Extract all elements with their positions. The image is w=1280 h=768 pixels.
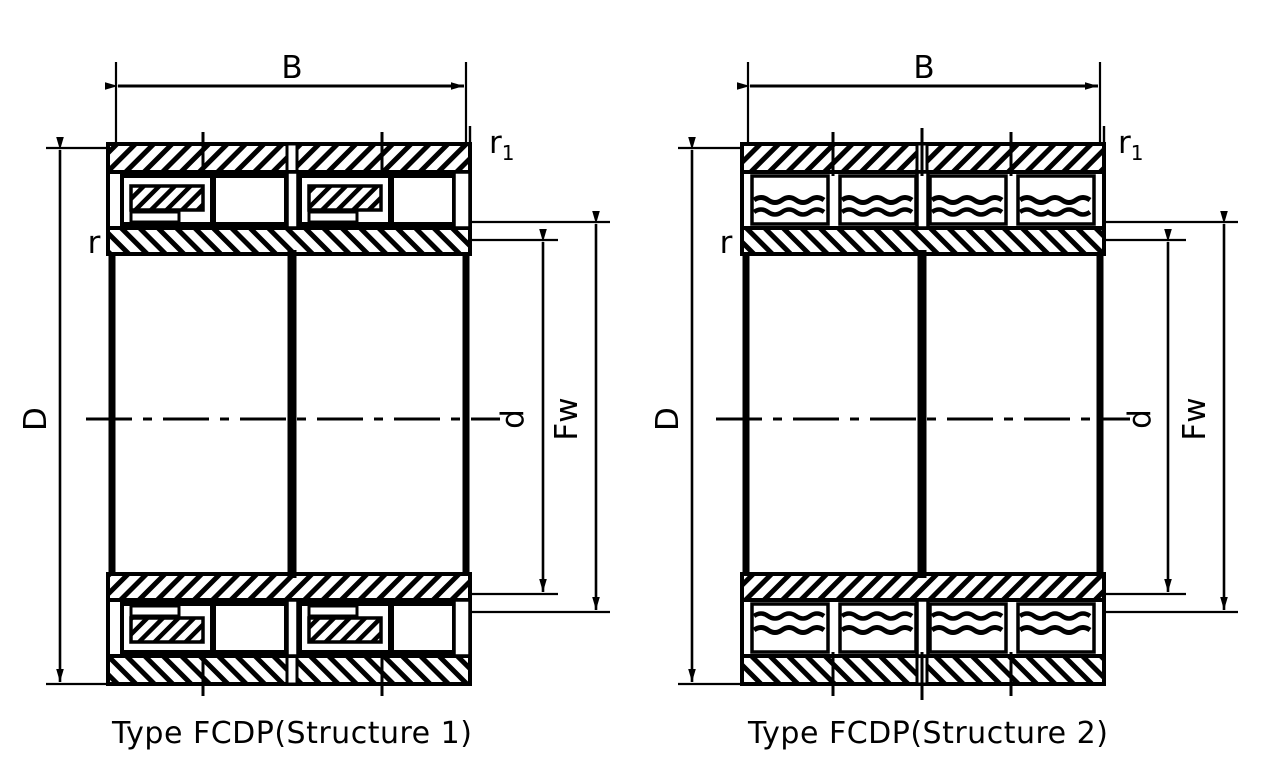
flange-ticks-bottom: [201, 652, 384, 696]
label-r1-base: r: [489, 125, 502, 161]
roller-row-2-top-2: [838, 174, 918, 226]
roller-row-4-bottom: [390, 602, 456, 654]
label-r1-2: r1: [1118, 125, 1143, 165]
label-r1-2-base: r: [1118, 125, 1131, 161]
roller-row-2-bottom: [212, 602, 288, 654]
label-Fw: Fw: [549, 397, 585, 440]
dimension-Fw-2: [1100, 211, 1238, 614]
roller-row-1-bottom: [120, 602, 214, 654]
roller-row-3-top-2: [928, 174, 1008, 226]
inner-ring-top-2: [740, 224, 1106, 256]
dimension-d: [466, 229, 558, 596]
cavity-end-wall-top: [452, 170, 472, 230]
roller-row-4-top: [390, 174, 456, 226]
caption-structure-1: Type FCDP(Structure 1): [112, 716, 473, 751]
dimension-B: [105, 62, 468, 150]
label-B-2: B: [913, 50, 934, 86]
caption-structure-2: Type FCDP(Structure 2): [748, 716, 1109, 751]
dimension-d-2: [1100, 229, 1186, 596]
flange-ticks-top: [201, 132, 384, 176]
label-r1-sub: 1: [502, 141, 515, 165]
label-r: r: [88, 225, 101, 261]
label-d-2: d: [1122, 409, 1158, 429]
cavity-separator-top: [285, 170, 300, 230]
roller-row-2-top: [212, 174, 288, 226]
cavity-end-wall-bottom: [452, 598, 472, 658]
roller-row-2-bottom-2: [838, 602, 918, 654]
roller-row-3-bottom-2: [928, 602, 1008, 654]
label-D: D: [18, 407, 54, 431]
dimension-Fw: [466, 211, 610, 614]
diagram-structure-1: B D r r1 d Fw: [18, 50, 610, 696]
dimension-B-2: [737, 62, 1102, 150]
inner-ring-bottom-2: [740, 572, 1106, 604]
flange-ticks-bottom-2: [831, 652, 1013, 700]
inner-ring-bottom: [106, 572, 472, 604]
diagram-structure-2: B D r r1 d Fw: [650, 50, 1238, 700]
cavity-separator-bottom: [285, 598, 300, 658]
label-r-2: r: [720, 225, 733, 261]
roller-row-3-top: [298, 174, 392, 226]
outer-ring-bottom: [106, 652, 472, 686]
label-d: d: [495, 409, 531, 429]
outer-ring-top: [106, 142, 472, 176]
roller-row-3-bottom: [298, 602, 392, 654]
roller-row-1-bottom-2: [750, 602, 830, 654]
label-B: B: [281, 50, 302, 86]
roller-row-1-top: [120, 174, 214, 226]
inner-ring-top: [106, 224, 472, 256]
roller-row-4-top-2: [1016, 174, 1096, 226]
roller-row-1-top-2: [750, 174, 830, 226]
label-r1-2-sub: 1: [1131, 141, 1144, 165]
label-D-2: D: [650, 407, 686, 431]
cavity-separator-bottom-2: [915, 598, 930, 658]
label-r1: r1: [489, 125, 514, 165]
flange-ticks-top-2: [831, 128, 1013, 176]
label-Fw-2: Fw: [1177, 397, 1213, 440]
cavity-separator-top-2: [915, 170, 930, 230]
roller-row-4-bottom-2: [1016, 602, 1096, 654]
